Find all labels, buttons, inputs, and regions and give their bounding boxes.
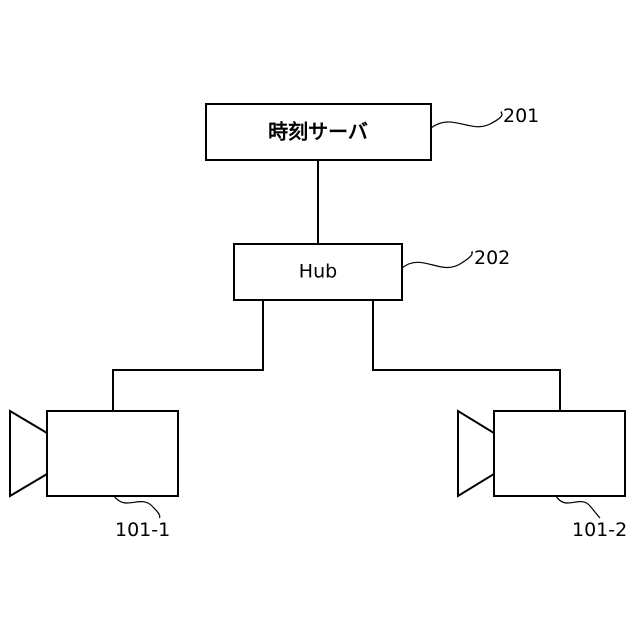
- camera-2-body: [494, 411, 625, 496]
- camera-1-lens: [10, 411, 47, 496]
- hub-leader-line: [402, 252, 473, 268]
- hub-node: Hub: [234, 244, 402, 300]
- camera-1: [10, 411, 178, 496]
- time-server-label: 時刻サーバ: [268, 120, 368, 144]
- time-server-leader-line: [431, 112, 502, 128]
- hub-camera-1-connector: [113, 300, 263, 411]
- camera-1-body: [47, 411, 178, 496]
- camera-1-leader-line: [114, 496, 160, 518]
- hub-ref: 202: [474, 247, 510, 269]
- hub-label: Hub: [299, 261, 337, 283]
- time-server-node: 時刻サーバ: [206, 104, 431, 160]
- time-server-ref: 201: [503, 105, 539, 127]
- camera-1-ref: 101-1: [115, 519, 170, 541]
- camera-2-lens: [458, 411, 494, 496]
- hub-camera-2-connector: [373, 300, 560, 411]
- camera-2-ref: 101-2: [572, 519, 627, 541]
- camera-2-leader-line: [556, 496, 600, 518]
- camera-2: [458, 411, 625, 496]
